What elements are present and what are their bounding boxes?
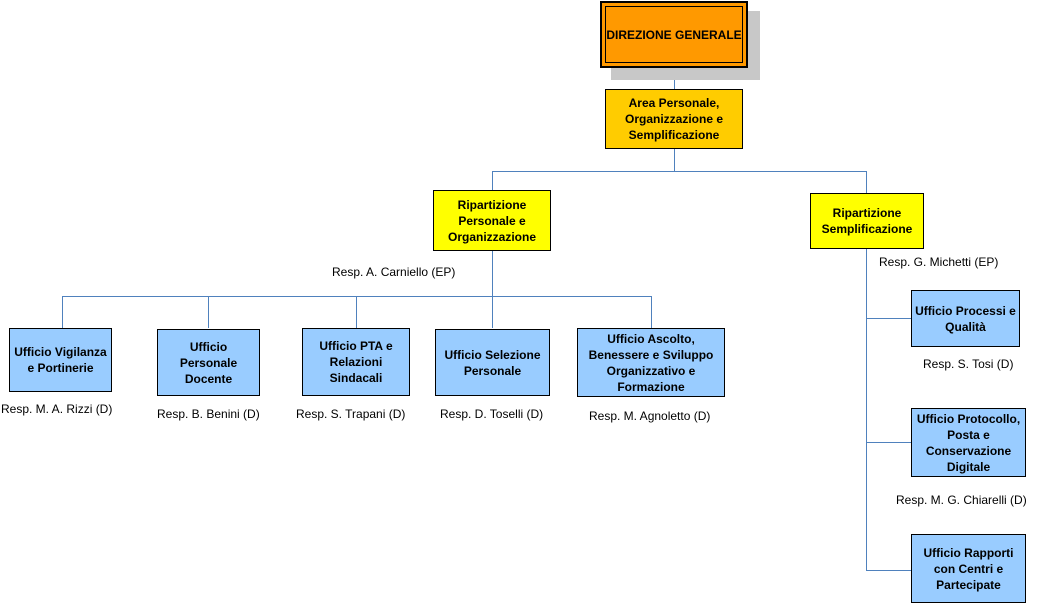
ufficio-box: Ufficio Personale Docente — [157, 329, 260, 396]
ufficio-box: Ufficio PTA e Relazioni Sindacali — [302, 328, 410, 396]
area-label: Area Personale, Organizzazione e Semplif… — [624, 96, 724, 142]
ufficio-box: Ufficio Selezione Personale — [435, 329, 550, 396]
resp-label: Resp. S. Tosi (D) — [923, 357, 1014, 371]
ripartizione-label: Ripartizione Personale e Organizzazione — [447, 197, 536, 244]
direzione-generale-label: DIREZIONE GENERALE — [605, 6, 743, 63]
resp-label: Resp. M. Agnoletto (D) — [589, 409, 711, 423]
resp-label: Resp. A. Carniello (EP) — [332, 265, 456, 279]
area-box: Area Personale, Organizzazione e Semplif… — [605, 89, 743, 149]
ufficio-label: Ufficio Processi e Qualità — [915, 303, 1016, 334]
ufficio-box: Ufficio Rapporti con Centri e Partecipat… — [911, 534, 1026, 603]
resp-label: Resp. B. Benini (D) — [157, 407, 260, 421]
ufficio-label: Ufficio PTA e Relazioni Sindacali — [319, 339, 393, 385]
resp-label: Resp. G. Michetti (EP) — [879, 255, 999, 269]
direzione-generale-box: DIREZIONE GENERALE — [600, 1, 748, 68]
ripartizione-personale-box: Ripartizione Personale e Organizzazione — [433, 190, 551, 251]
ufficio-label: Ufficio Selezione Personale — [444, 347, 541, 378]
ufficio-label: Ufficio Personale Docente — [179, 339, 238, 386]
ufficio-label: Ufficio Ascolto, Benessere e Sviluppo Or… — [588, 331, 714, 394]
ufficio-box: Ufficio Ascolto, Benessere e Sviluppo Or… — [577, 328, 725, 397]
resp-label: Resp. D. Toselli (D) — [440, 407, 544, 421]
ufficio-box: Ufficio Processi e Qualità — [911, 290, 1020, 347]
ufficio-box: Ufficio Protocollo, Posta e Conservazion… — [911, 408, 1026, 477]
ufficio-label: Ufficio Rapporti con Centri e Partecipat… — [923, 545, 1014, 592]
ripartizione-label: Ripartizione Semplificazione — [821, 206, 913, 236]
resp-label: Resp. M. G. Chiarelli (D) — [896, 493, 1027, 507]
resp-label: Resp. M. A. Rizzi (D) — [1, 402, 113, 416]
ufficio-box: Ufficio Vigilanza e Portinerie — [9, 328, 112, 392]
ripartizione-semplificazione-box: Ripartizione Semplificazione — [810, 193, 924, 249]
ufficio-label: Ufficio Vigilanza e Portinerie — [14, 345, 107, 375]
ufficio-label: Ufficio Protocollo, Posta e Conservazion… — [916, 411, 1021, 474]
resp-label: Resp. S. Trapani (D) — [296, 407, 406, 421]
